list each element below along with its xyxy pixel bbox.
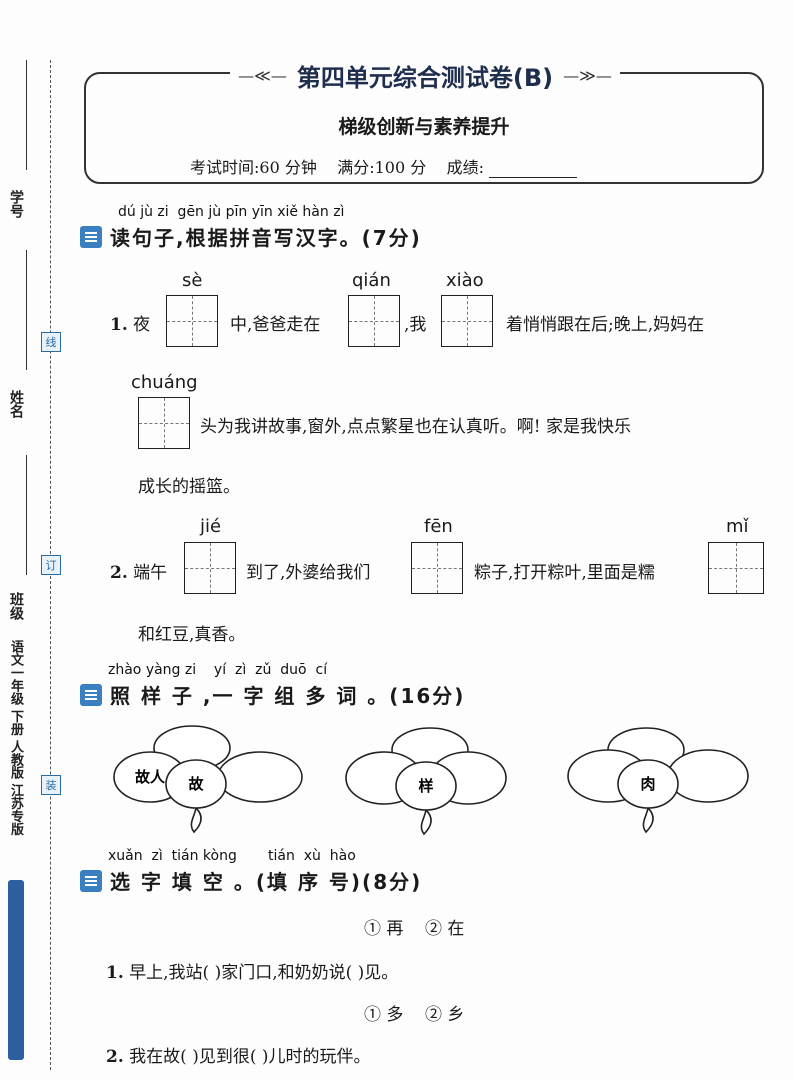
- s3-q1-text[interactable]: 早上,我站( )家门口,和奶奶说( )见。: [129, 963, 399, 983]
- binding-tag-ding: 订: [41, 555, 61, 575]
- s3-q1: 1. 早上,我站( )家门口,和奶奶说( )见。: [106, 963, 399, 983]
- class-rule: [26, 455, 27, 575]
- q1-text-d: 着悄悄跟在后;晚上,妈妈在: [506, 315, 705, 335]
- binding-tag-line: 线: [41, 332, 61, 352]
- answer-box-jie[interactable]: [184, 542, 236, 594]
- pinyin-mi: mǐ: [726, 516, 749, 537]
- answer-box-se[interactable]: [166, 295, 218, 347]
- q2-text-a: 2. 端午: [110, 563, 168, 583]
- q2-text-d: 和红豆,真香。: [138, 625, 246, 645]
- word-flower-2[interactable]: 样: [340, 722, 540, 842]
- flower2-center: 样: [418, 777, 433, 795]
- section3-pinyin: xuǎn zì tián kòng tián xù hào: [108, 848, 356, 864]
- answer-box-qian[interactable]: [348, 295, 400, 347]
- student-id-label: 学号: [8, 190, 24, 218]
- section2-number-icon: [80, 684, 102, 706]
- q2-text-c: 粽子,打开粽叶,里面是糯: [474, 563, 655, 583]
- word-flower-3[interactable]: 肉: [564, 722, 764, 842]
- q1-text-b: 中,爸爸走在: [230, 315, 321, 335]
- pinyin-chuang: chuáng: [131, 372, 198, 393]
- options-1: ① 再 ② 在: [364, 919, 465, 939]
- exam-time: 考试时间:60 分钟: [190, 158, 317, 177]
- pinyin-xiao: xiào: [446, 270, 484, 291]
- page-title: 第四单元综合测试卷(B): [296, 63, 554, 92]
- pinyin-qian: qián: [352, 270, 391, 291]
- pinyin-se: sè: [182, 270, 203, 291]
- answer-box-mi[interactable]: [708, 542, 764, 594]
- section3-number-icon: [80, 870, 102, 892]
- word-flower-1: 故人 故: [113, 725, 303, 834]
- section1-number-icon: [80, 226, 102, 248]
- section2-pinyin: zhào yàng zi yí zì zǔ duō cí: [108, 662, 328, 678]
- section1-title: 读句子,根据拼音写汉字。(7分): [110, 226, 422, 250]
- score-blank[interactable]: [489, 163, 578, 178]
- flower1-center: 故: [188, 775, 204, 793]
- options-2: ① 多 ② 乡: [364, 1005, 465, 1025]
- section2-title: 照 样 子 ,一 字 组 多 词 。(16分): [110, 684, 466, 708]
- flower1-example: 故人: [135, 768, 166, 786]
- page-subtitle: 梯级创新与素养提升: [338, 116, 510, 138]
- class-label: 班级: [8, 592, 24, 620]
- pinyin-fen: fēn: [424, 516, 453, 537]
- student-id-rule: [26, 60, 27, 170]
- full-score: 满分:100 分: [337, 158, 427, 177]
- score-label: 成绩:: [446, 158, 484, 177]
- q1-text-c: ,我: [404, 315, 427, 335]
- answer-box-chuang[interactable]: [138, 397, 190, 449]
- publisher-strip: [8, 880, 24, 1060]
- book-info: 语文一年级 下册 人教版 江苏专版: [8, 640, 23, 836]
- q1-text-a: 1. 夜: [110, 315, 151, 335]
- section3-title: 选 字 填 空 。(填 序 号)(8分): [110, 870, 423, 894]
- answer-box-xiao[interactable]: [441, 295, 493, 347]
- q1-text-e: 头为我讲故事,窗外,点点繁星也在认真听。啊! 家是我快乐: [200, 417, 632, 437]
- s3-q2: 2. 我在故( )见到很( )儿时的玩伴。: [106, 1047, 371, 1067]
- left-ornament-icon: —≪—: [238, 65, 287, 85]
- right-ornament-icon: —≫—: [563, 65, 612, 85]
- q2-text-b: 到了,外婆给我们: [246, 563, 371, 583]
- s3-q2-text[interactable]: 我在故( )见到很( )儿时的玩伴。: [129, 1047, 371, 1067]
- q1-text-f: 成长的摇篮。: [138, 477, 240, 497]
- name-rule: [26, 250, 27, 370]
- answer-box-fen[interactable]: [411, 542, 463, 594]
- binding-tag-zhuang: 装: [41, 775, 61, 795]
- name-label: 姓名: [8, 390, 24, 418]
- flower3-center: 肉: [640, 775, 655, 793]
- section1-pinyin: dú jù zi gēn jù pīn yīn xiě hàn zì: [118, 204, 345, 220]
- pinyin-jie: jié: [200, 516, 222, 537]
- title-wrap: —≪— 第四单元综合测试卷(B) —≫—: [230, 58, 620, 92]
- exam-info: 考试时间:60 分钟 满分:100 分 成绩:: [190, 154, 578, 178]
